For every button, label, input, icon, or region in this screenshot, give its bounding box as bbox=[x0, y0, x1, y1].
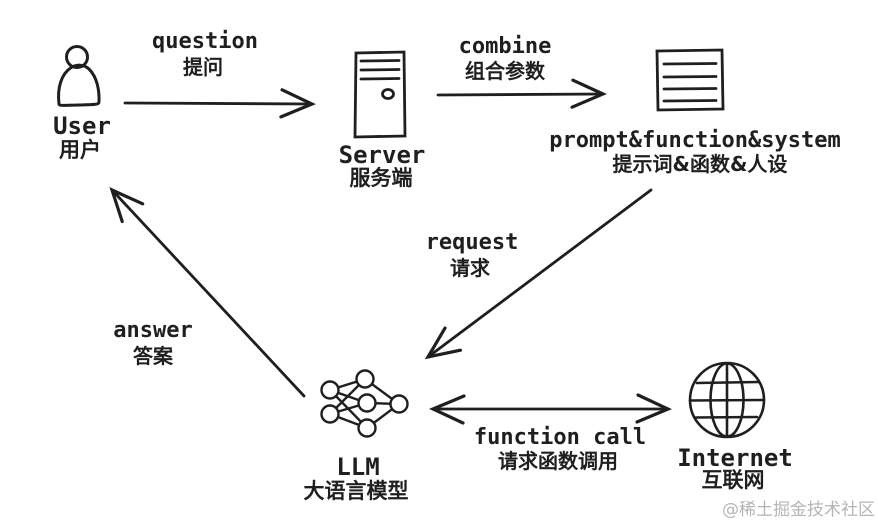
internet-label-zh: 互联网 bbox=[701, 468, 765, 492]
watermark: @稀土掘金技术社区 bbox=[722, 500, 875, 520]
server-label-en: Server bbox=[338, 141, 426, 169]
globe-icon bbox=[688, 361, 766, 439]
document-icon bbox=[655, 48, 725, 112]
server-label-zh: 服务端 bbox=[349, 166, 413, 190]
answer-arrow bbox=[109, 187, 306, 398]
combine-arrow bbox=[436, 78, 607, 109]
request-arrow bbox=[424, 188, 653, 360]
user-label-en: User bbox=[53, 112, 111, 140]
request-label-zh: 请求 bbox=[450, 256, 490, 280]
question-arrow bbox=[123, 88, 316, 119]
question-label-zh: 提问 bbox=[183, 55, 223, 79]
function-call-label-zh: 请求函数调用 bbox=[498, 449, 618, 473]
internet-label-en: Internet bbox=[677, 444, 793, 472]
combine-label-en: combine bbox=[458, 34, 552, 59]
function-call-label-en: function call bbox=[473, 425, 647, 450]
prompt-label-en: prompt&function&system bbox=[549, 128, 841, 153]
person-icon bbox=[57, 45, 101, 107]
llm-label-zh: 大语言模型 bbox=[303, 479, 409, 503]
llm-label-en: LLM bbox=[336, 453, 380, 481]
answer-label-zh: 答案 bbox=[133, 344, 173, 368]
neural-network-icon bbox=[320, 369, 409, 438]
answer-label-en: answer bbox=[113, 318, 193, 343]
server-icon bbox=[353, 50, 407, 139]
user-label-zh: 用户 bbox=[59, 138, 101, 162]
prompt-label-zh: 提示词&函数&人设 bbox=[612, 152, 788, 176]
combine-label-zh: 组合参数 bbox=[465, 59, 545, 83]
question-label-en: question bbox=[152, 29, 258, 54]
request-label-en: request bbox=[425, 230, 519, 255]
